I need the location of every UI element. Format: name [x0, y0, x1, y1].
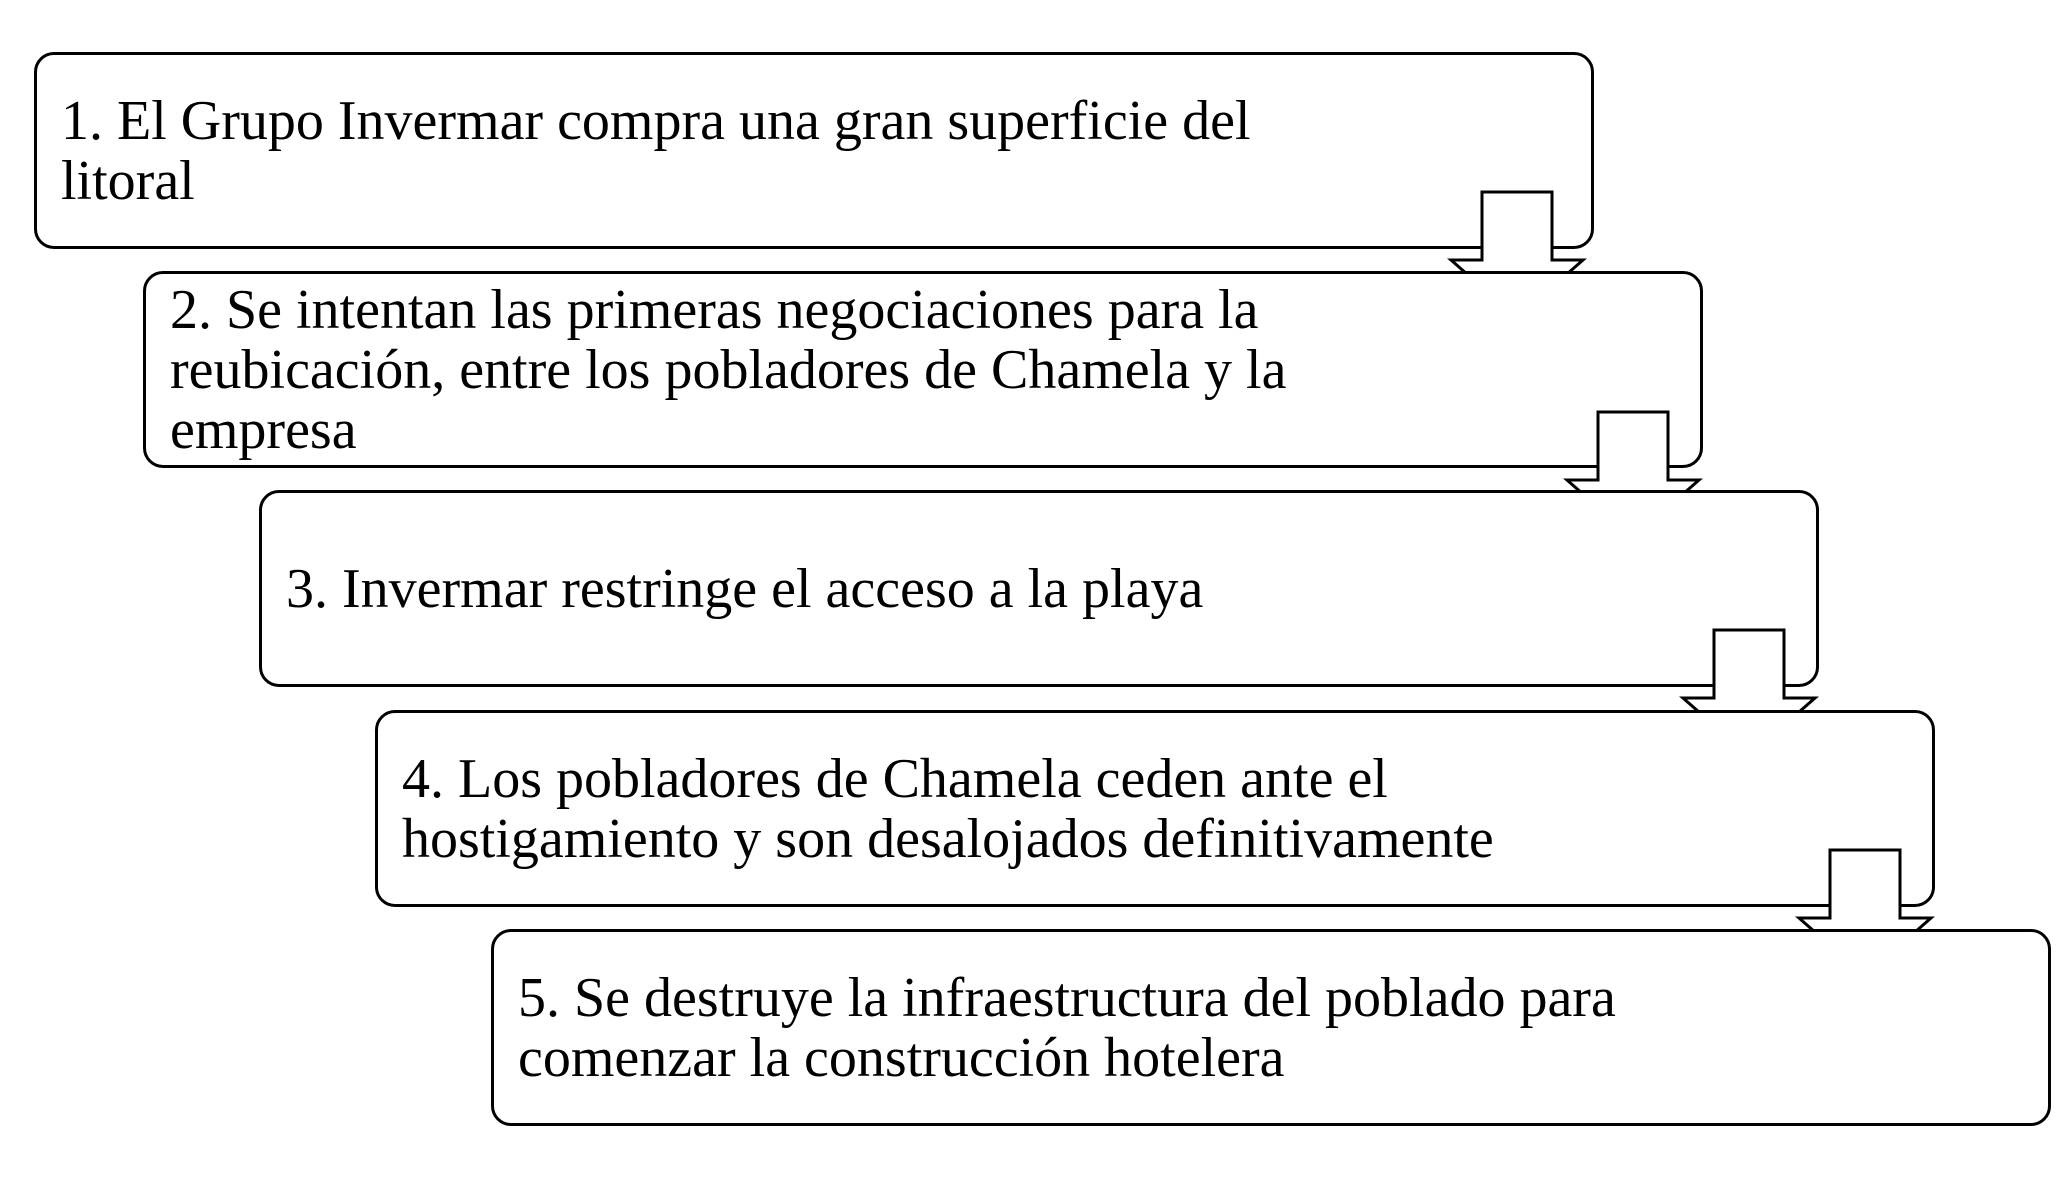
step-text-2: 2. Se intentan las primeras negociacione…: [170, 278, 1287, 461]
step-text-3: 3. Invermar restringe el acceso a la pla…: [286, 557, 1204, 620]
step-box-3: 3. Invermar restringe el acceso a la pla…: [259, 490, 1819, 687]
step-box-4: 4. Los pobladores de Chamela ceden ante …: [375, 710, 1935, 907]
step-box-1: 1. El Grupo Invermar compra una gran sup…: [34, 52, 1594, 249]
step-text-4: 4. Los pobladores de Chamela ceden ante …: [402, 747, 1494, 870]
step-text-1: 1. El Grupo Invermar compra una gran sup…: [61, 89, 1251, 212]
step-box-5: 5. Se destruye la infraestructura del po…: [491, 929, 2051, 1126]
step-text-5: 5. Se destruye la infraestructura del po…: [518, 966, 1616, 1089]
step-box-2: 2. Se intentan las primeras negociacione…: [143, 271, 1703, 468]
